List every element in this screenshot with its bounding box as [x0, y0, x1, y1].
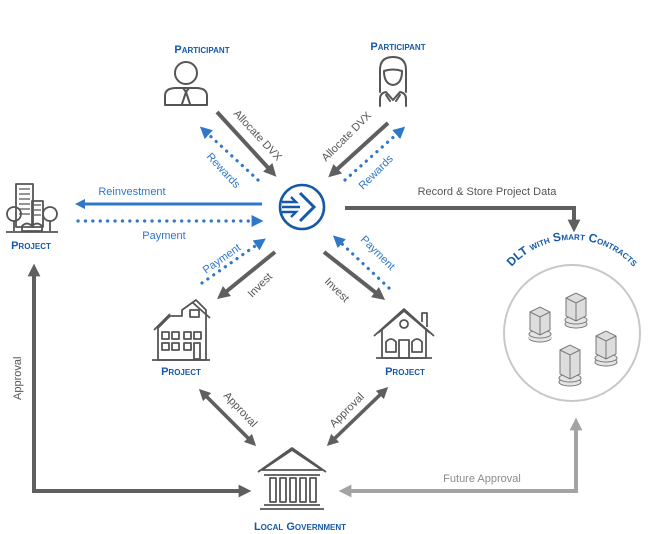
participant-right-title: Participant [370, 41, 425, 53]
rewards-right-label: Rewards [357, 153, 397, 193]
rewards-left-arrow [199, 126, 260, 182]
payment-right-label: Payment [358, 234, 397, 273]
project-house-right-title: Project [385, 366, 425, 378]
approval-city-arrow [27, 263, 252, 498]
platform-logo-icon[interactable] [278, 183, 326, 231]
approval-city-label: Approval [12, 357, 24, 400]
house-icon [373, 308, 435, 359]
city-buildings-icon [6, 183, 58, 233]
businesswoman-icon [379, 56, 407, 107]
payment-right-arrow [333, 235, 391, 290]
payment-left-arrow [200, 238, 266, 285]
invest-left-label: Invest [246, 271, 275, 300]
rewards-right-arrow [343, 126, 406, 182]
allocate-dvx-left-arrow [215, 110, 277, 177]
allocate-dvx-right-label: Allocate DVX [320, 109, 375, 164]
record-store-arrow [345, 206, 581, 233]
townhouse-icon [152, 299, 211, 361]
local-government-title: Local Government [254, 521, 346, 533]
record-store-label: Record & Store Project Data [418, 186, 558, 198]
invest-right-arrow [322, 250, 386, 300]
future-approval-arrow [338, 417, 583, 498]
server-nodes-icon [528, 292, 618, 387]
dlt-network [503, 264, 641, 402]
businessman-icon [164, 61, 208, 106]
government-building-icon [257, 447, 327, 510]
rewards-left-label: Rewards [204, 151, 243, 191]
approval-left-label: Approval [221, 390, 259, 430]
dlt-title: DLT with Smart Contracts [504, 229, 642, 270]
project-house-left-title: Project [161, 366, 201, 378]
allocate-dvx-right-arrow [328, 121, 390, 178]
invest-right-label: Invest [322, 276, 351, 305]
future-approval-label: Future Approval [443, 473, 521, 485]
participant-left-title: Participant [174, 44, 229, 56]
payment-city-label: Payment [142, 230, 185, 242]
reinvestment-label: Reinvestment [98, 186, 165, 198]
project-city-title: Project [11, 240, 51, 252]
